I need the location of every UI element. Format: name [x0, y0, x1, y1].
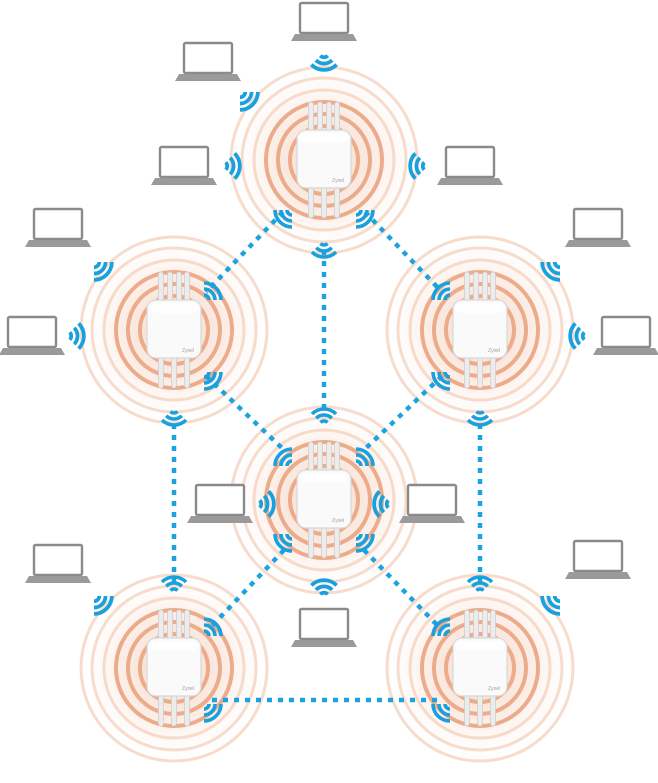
laptop-screen — [602, 317, 650, 347]
ap-brand-label: Zyxel — [182, 686, 194, 692]
wifi-arc — [74, 328, 77, 344]
laptop-icon — [399, 485, 465, 523]
laptop-icon — [565, 541, 631, 579]
ap-highlight — [300, 133, 348, 143]
wifi-arc — [583, 332, 585, 339]
ap-brand-label: Zyxel — [488, 686, 500, 692]
antenna-icon — [322, 524, 327, 558]
antenna-icon — [478, 692, 483, 726]
antenna-icon — [309, 184, 314, 218]
wifi-arc — [170, 589, 177, 590]
antenna-icon — [159, 692, 164, 726]
laptop-screen — [184, 43, 232, 73]
wifi-arc — [94, 262, 100, 268]
wifi-arc — [170, 412, 177, 413]
laptop-icon — [151, 147, 217, 185]
laptop-base — [565, 572, 631, 579]
wifi-arc — [476, 412, 483, 413]
laptop-icon — [565, 209, 631, 247]
ap-highlight — [456, 641, 504, 651]
laptop-screen — [196, 485, 244, 515]
ap-highlight — [150, 303, 198, 313]
laptop-icon — [25, 209, 91, 247]
laptop-base — [565, 240, 631, 247]
ap-brand-label: Zyxel — [182, 348, 194, 354]
wifi-arc — [576, 328, 579, 344]
antenna-icon — [491, 692, 496, 726]
wifi-arc — [554, 596, 560, 602]
wifi-arc — [476, 589, 483, 590]
laptop-base — [437, 178, 503, 185]
laptop-base — [151, 178, 217, 185]
ap-brand-label: Zyxel — [488, 348, 500, 354]
wifi-arc — [387, 500, 389, 507]
laptop-base — [25, 576, 91, 583]
wifi-arc — [316, 60, 332, 63]
antenna-icon — [309, 524, 314, 558]
laptop-icon — [291, 609, 357, 647]
laptop-base — [399, 516, 465, 523]
laptop-icon — [437, 147, 503, 185]
laptop-screen — [300, 3, 348, 33]
laptop-base — [25, 240, 91, 247]
laptop-icon — [187, 485, 253, 523]
laptop-icon — [0, 317, 65, 355]
laptop-screen — [34, 209, 82, 239]
antenna-icon — [465, 692, 470, 726]
wifi-arc — [70, 332, 72, 339]
laptop-screen — [446, 147, 494, 177]
wifi-arc — [240, 92, 246, 98]
laptop-screen — [8, 317, 56, 347]
laptop-base — [593, 348, 658, 355]
antenna-icon — [172, 692, 177, 726]
laptop-screen — [408, 485, 456, 515]
wifi-arc — [320, 56, 327, 58]
laptop-icon — [593, 317, 658, 355]
wifi-arc — [320, 421, 327, 422]
antenna-icon — [159, 354, 164, 388]
wifi-arc — [320, 244, 327, 245]
antenna-icon — [335, 184, 340, 218]
wifi-arc — [554, 262, 560, 268]
antenna-icon — [491, 354, 496, 388]
wifi-arc — [226, 162, 228, 169]
laptop-base — [0, 348, 65, 355]
laptop-screen — [34, 545, 82, 575]
laptop-screen — [574, 209, 622, 239]
wifi-arc — [423, 162, 425, 169]
antenna-icon — [185, 354, 190, 388]
laptop-base — [291, 640, 357, 647]
ap-highlight — [456, 303, 504, 313]
wifi-arc — [94, 596, 100, 602]
ap-highlight — [300, 473, 348, 483]
antenna-icon — [465, 354, 470, 388]
antenna-icon — [335, 524, 340, 558]
wifi-arc — [320, 593, 327, 595]
laptop-base — [291, 34, 357, 41]
antenna-icon — [185, 692, 190, 726]
laptop-icon — [25, 545, 91, 583]
laptop-base — [187, 516, 253, 523]
laptop-screen — [574, 541, 622, 571]
laptop-icon — [175, 43, 241, 81]
wifi-arc — [260, 500, 262, 507]
laptop-base — [175, 74, 241, 81]
antenna-icon — [172, 354, 177, 388]
laptop-screen — [300, 609, 348, 639]
ap-brand-label: Zyxel — [332, 518, 344, 524]
antenna-icon — [322, 184, 327, 218]
ap-highlight — [150, 641, 198, 651]
antenna-icon — [478, 354, 483, 388]
laptop-icon — [291, 3, 357, 41]
laptop-screen — [160, 147, 208, 177]
ap-brand-label: Zyxel — [332, 178, 344, 184]
